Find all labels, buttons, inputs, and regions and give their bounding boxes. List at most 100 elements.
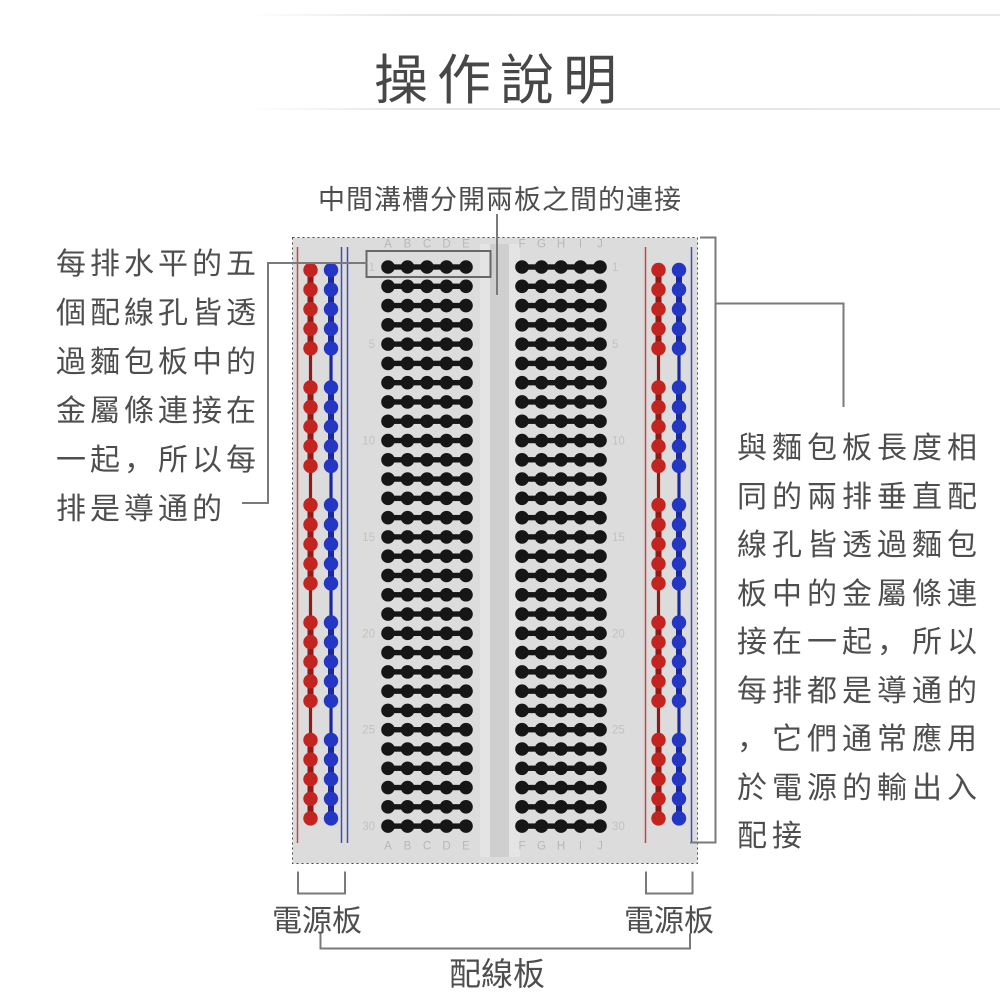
right-rail-blue-column — [671, 262, 687, 826]
terminal-hole — [534, 819, 549, 833]
terminal-row — [381, 665, 473, 679]
terminal-hole — [459, 298, 473, 313]
annotation-left-line: 個配線孔皆透 — [56, 297, 260, 330]
rail-hole — [303, 634, 318, 650]
terminal-hole — [573, 568, 588, 583]
terminal-hole — [554, 665, 568, 679]
rail-hole — [303, 380, 318, 395]
terminal-hole — [554, 414, 568, 429]
center-groove — [480, 244, 520, 857]
terminal-row — [515, 549, 607, 563]
column-label: E — [462, 841, 470, 853]
terminal-hole — [400, 587, 415, 602]
rail-hole — [323, 537, 339, 552]
rail-hole — [303, 772, 318, 787]
terminal-hole — [593, 800, 607, 814]
terminal-row — [381, 453, 473, 467]
top-divider-line — [248, 14, 1000, 16]
terminal-row — [381, 645, 473, 660]
terminal-hole — [573, 453, 588, 467]
row-number: 30 — [612, 821, 625, 833]
terminal-hole — [554, 607, 568, 621]
terminal-hole — [381, 279, 395, 294]
terminal-row — [515, 375, 607, 390]
terminal-hole — [593, 433, 607, 448]
terminal-hole — [573, 587, 588, 602]
rail-hole — [671, 282, 687, 297]
terminal-row — [515, 395, 607, 409]
terminal-hole — [593, 395, 607, 409]
terminal-hole — [439, 260, 454, 274]
column-label: E — [462, 239, 470, 251]
terminal-hole — [381, 298, 395, 313]
annotation-left-rows: 每排水平的五 個配線孔皆透 過麵包板中的 金屬條連接在 一起，所以每 排是導通的 — [56, 240, 271, 534]
rail-hole — [651, 674, 666, 689]
terminal-hole — [459, 568, 473, 583]
terminal-hole — [554, 645, 568, 660]
terminal-hole — [381, 722, 395, 737]
terminal-hole — [420, 587, 434, 602]
terminal-row — [381, 761, 473, 776]
rail-hole — [323, 752, 339, 767]
rail-hole — [303, 399, 318, 415]
terminal-hole — [381, 742, 395, 756]
terminal-hole — [554, 684, 568, 698]
terminal-hole — [420, 819, 434, 833]
terminal-hole — [593, 260, 607, 274]
terminal-hole — [420, 742, 434, 756]
rail-hole — [303, 615, 318, 630]
terminal-row — [515, 587, 607, 602]
terminal-hole — [439, 645, 454, 660]
terminal-hole — [459, 780, 473, 795]
rail-hole — [671, 302, 687, 317]
terminal-hole — [420, 375, 434, 390]
rail-hole — [303, 321, 318, 336]
left-rail-red-column — [303, 262, 318, 826]
right-rail-red-column — [651, 262, 666, 826]
row-number: 15 — [612, 532, 625, 544]
terminal-hole — [573, 298, 588, 313]
terminal-hole — [573, 510, 588, 525]
annotation-right-line: 板中的金屬條連 — [737, 577, 982, 611]
terminal-hole — [573, 530, 588, 544]
terminal-hole — [554, 375, 568, 390]
terminal-hole — [400, 472, 415, 486]
terminal-hole — [400, 742, 415, 756]
rail-hole — [303, 811, 318, 826]
terminal-hole — [573, 607, 588, 621]
terminal-hole — [515, 568, 529, 583]
terminal-hole — [515, 395, 529, 409]
rail-hole — [323, 517, 339, 532]
terminal-hole — [515, 279, 529, 294]
terminal-hole — [439, 780, 454, 795]
terminal-hole — [573, 472, 588, 486]
terminal-hole — [534, 549, 549, 563]
terminal-hole — [534, 491, 549, 506]
row-number: 15 — [362, 532, 375, 544]
terminal-hole — [420, 800, 434, 814]
terminal-hole — [515, 453, 529, 467]
rail-hole — [671, 752, 687, 767]
terminal-hole — [554, 510, 568, 525]
terminal-hole — [381, 645, 395, 660]
terminal-hole — [420, 780, 434, 795]
terminal-hole — [593, 665, 607, 679]
terminal-hole — [459, 549, 473, 563]
left-annotation-connector — [242, 262, 367, 504]
terminal-hole — [381, 607, 395, 621]
terminal-hole — [593, 761, 607, 776]
terminal-hole — [420, 453, 434, 467]
terminal-row — [381, 510, 473, 525]
rail-hole — [651, 282, 666, 297]
power-rail-right-brace — [645, 871, 694, 895]
rail-hole — [303, 282, 318, 297]
terminal-hole — [420, 510, 434, 525]
terminal-hole — [534, 703, 549, 718]
terminal-hole — [439, 491, 454, 506]
terminal-hole — [439, 356, 454, 371]
rail-hole — [303, 302, 318, 317]
terminal-hole — [400, 645, 415, 660]
terminal-hole — [439, 530, 454, 544]
rail-hole — [651, 576, 666, 591]
